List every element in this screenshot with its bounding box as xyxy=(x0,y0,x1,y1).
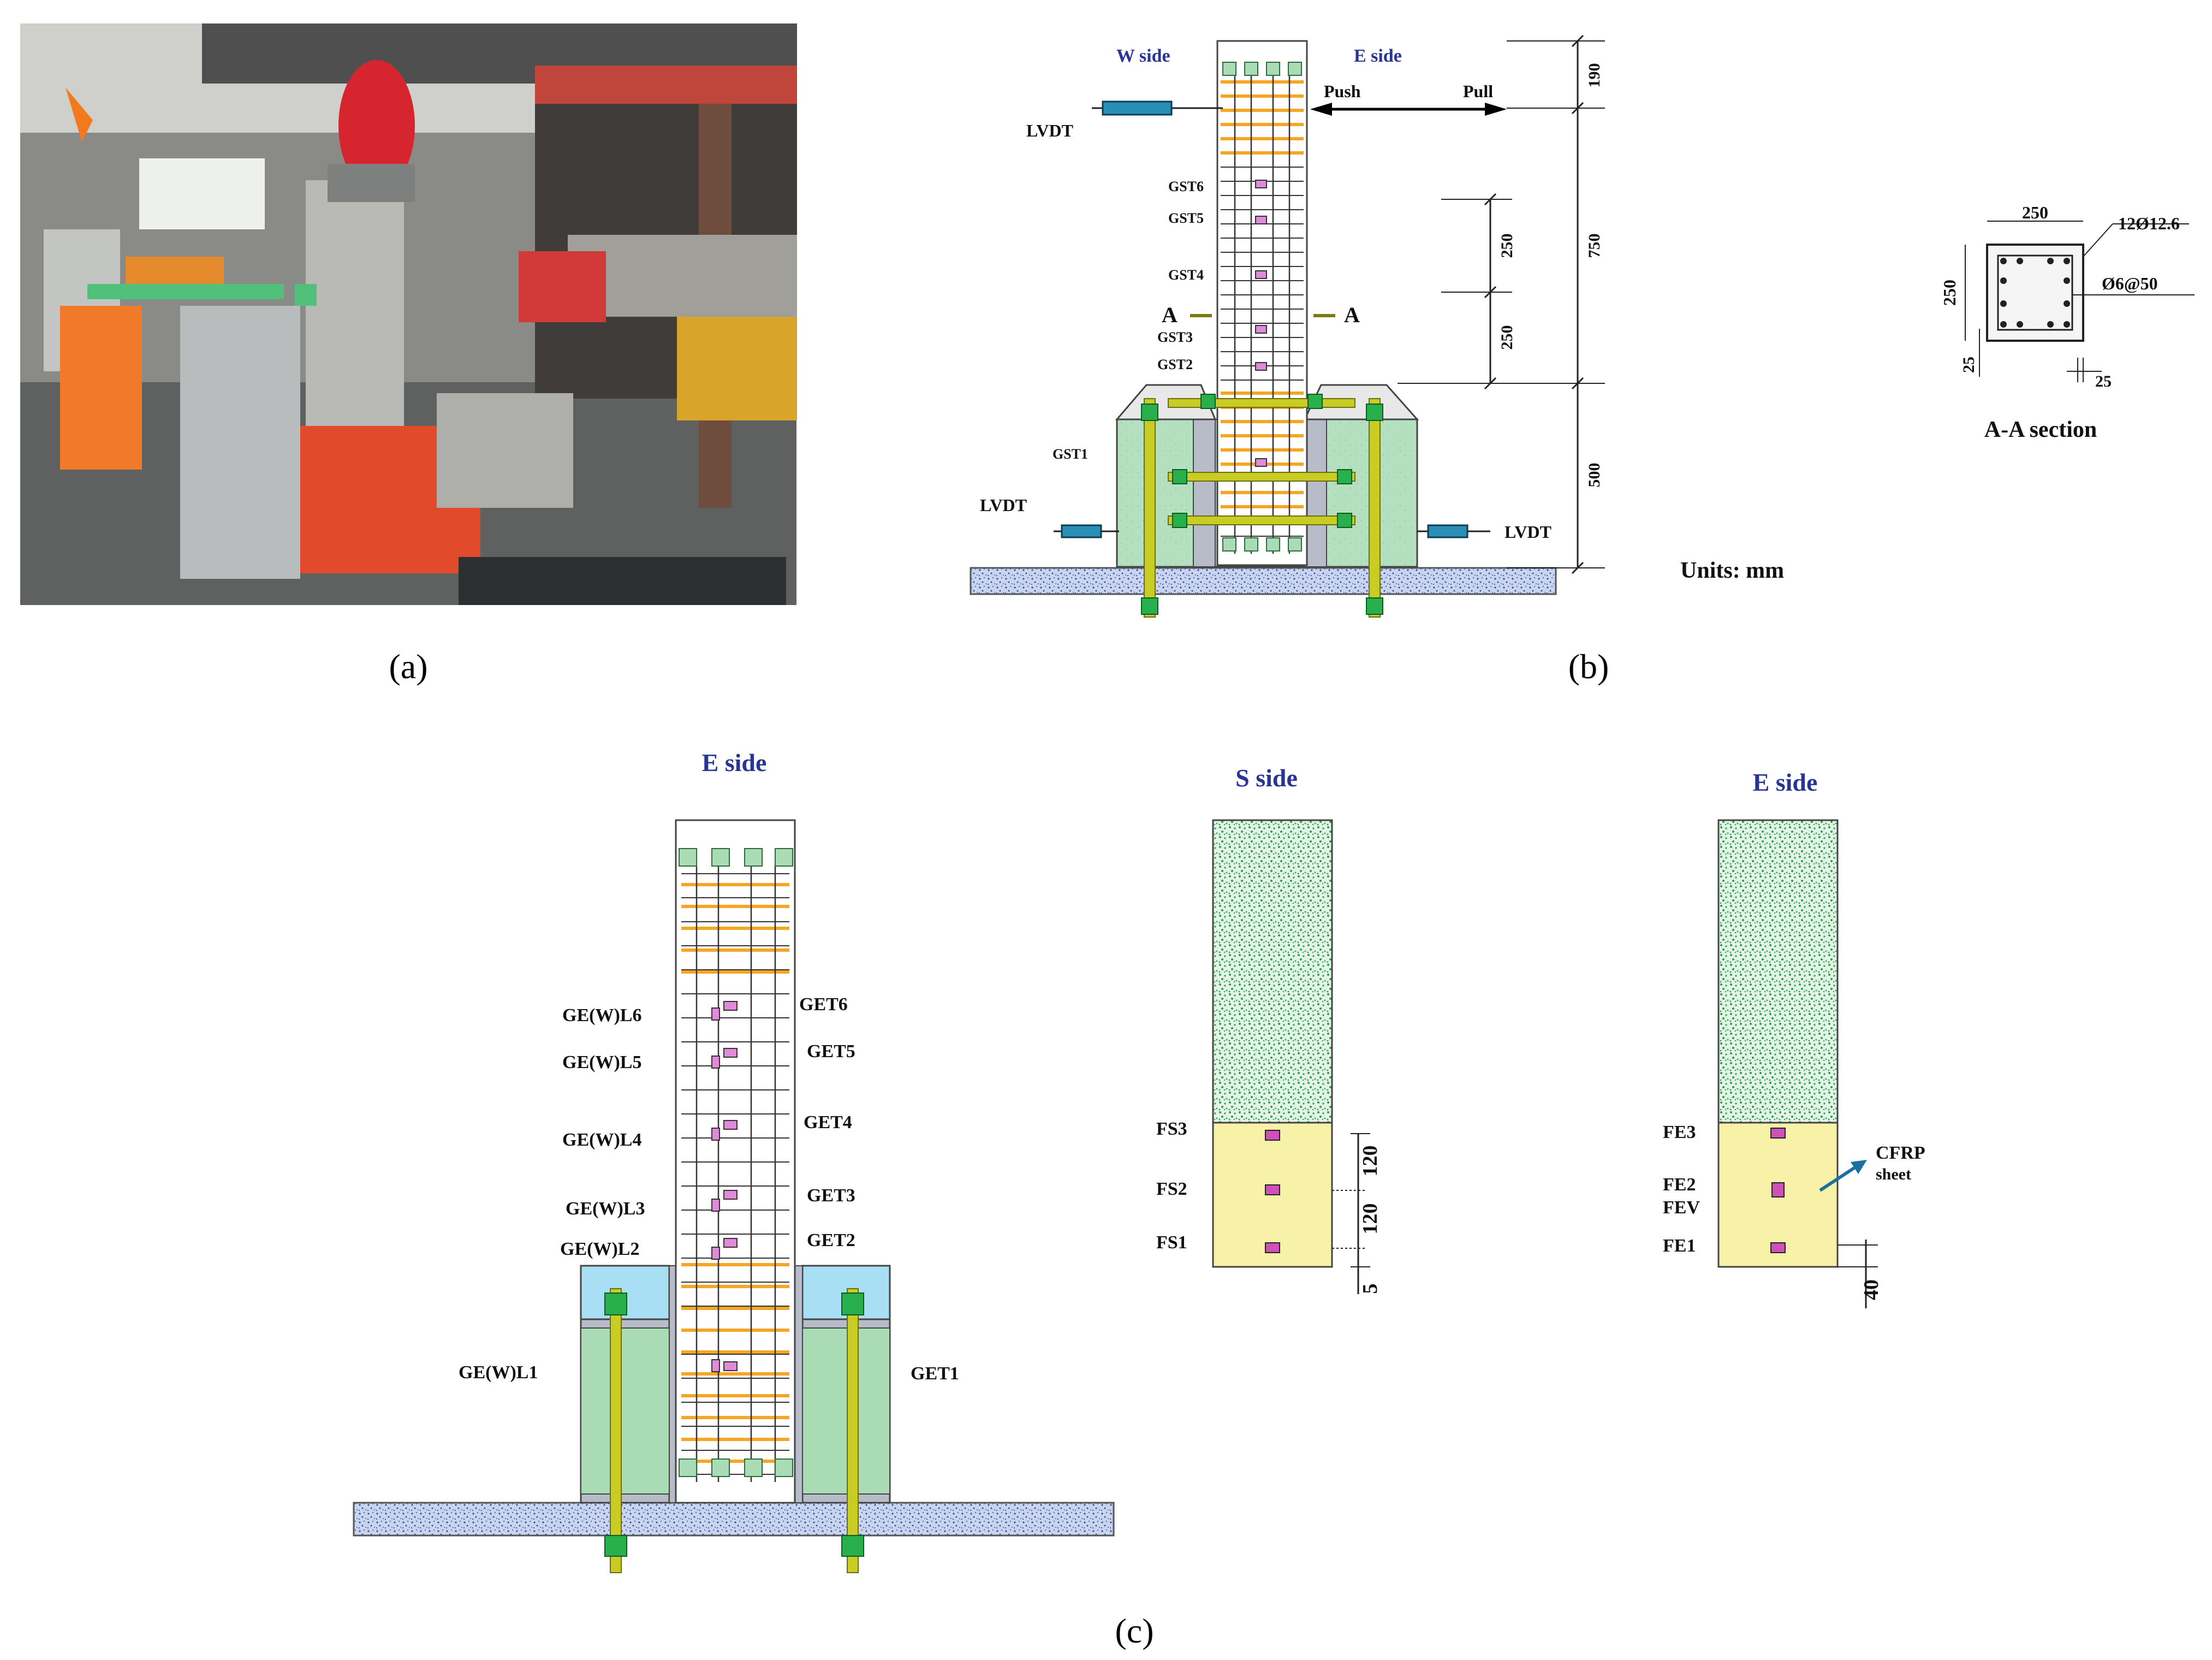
label-get6: GET6 xyxy=(799,994,848,1015)
section-stirrup-label: Ø6@50 xyxy=(2102,274,2158,293)
gauge-gst3: GST3 xyxy=(1157,329,1193,345)
gauge-fs1 xyxy=(1265,1242,1280,1253)
gauge-fs2 xyxy=(1265,1184,1280,1195)
gauge-gst5: GST5 xyxy=(1168,210,1204,226)
s-dim-120-lower: 120 xyxy=(1359,1204,1382,1235)
e-dim-40: 40 xyxy=(1860,1279,1883,1300)
label-gewl2: GE(W)L2 xyxy=(560,1239,639,1259)
c-mid-title: S side xyxy=(1235,764,1298,792)
s-dim-5: 5 xyxy=(1359,1284,1382,1294)
label-gewl4: GE(W)L4 xyxy=(562,1130,641,1150)
section-mark-left: A xyxy=(1162,303,1178,327)
dim-190: 190 xyxy=(1585,63,1603,88)
label-get5: GET5 xyxy=(807,1041,855,1062)
label-gewl6: GE(W)L6 xyxy=(562,1005,641,1025)
label-fs3: FS3 xyxy=(1156,1119,1187,1139)
gauge-fe1 xyxy=(1770,1242,1786,1253)
section-mark-right: A xyxy=(1344,303,1360,327)
label-fs1: FS1 xyxy=(1156,1232,1187,1253)
label-fe1: FE1 xyxy=(1663,1236,1696,1256)
ground-slab xyxy=(970,567,1557,595)
panel-b-diagram xyxy=(970,34,1605,618)
label-fev: FEV xyxy=(1663,1197,1700,1218)
label-gewl5: GE(W)L5 xyxy=(562,1052,641,1072)
dim-250-lower: 250 xyxy=(1498,325,1516,350)
panel-c-s-side xyxy=(1212,819,1370,1294)
lvdt-left-sensor xyxy=(1061,524,1102,538)
panel-c-caption: (c) xyxy=(1115,1611,1153,1650)
dim-750: 750 xyxy=(1585,234,1603,258)
w-side-label: W side xyxy=(1116,46,1170,66)
c-column-rebar-grid xyxy=(679,848,793,1482)
section-main-bar-label: 12Ø12.6 xyxy=(2118,214,2180,233)
gauge-gst4: GST4 xyxy=(1168,267,1204,283)
gauge-gst1: GST1 xyxy=(1053,446,1088,462)
label-get4: GET4 xyxy=(804,1112,852,1133)
section-cover-v-label: 25 xyxy=(1960,357,1978,373)
units-label: Units: mm xyxy=(1680,558,1784,583)
label-gewl3: GE(W)L3 xyxy=(566,1199,645,1219)
push-label: Push xyxy=(1324,81,1361,101)
section-width-label: 250 xyxy=(2022,203,2048,222)
s-side-concrete xyxy=(1212,819,1333,1124)
cfrp-label-line2: sheet xyxy=(1876,1165,1911,1183)
e-side-label: E side xyxy=(1354,46,1402,66)
label-fe3: FE3 xyxy=(1663,1122,1696,1142)
section-aa xyxy=(1965,221,2195,382)
panel-a-caption: (a) xyxy=(389,647,427,686)
cfrp-label-line1: CFRP xyxy=(1876,1143,1925,1163)
lvdt-left-label: LVDT xyxy=(980,495,1027,515)
panel-c-e-side xyxy=(1717,819,1878,1308)
lvdt-right-label: LVDT xyxy=(1505,522,1551,542)
lvdt-right-sensor xyxy=(1427,524,1468,538)
pull-label: Pull xyxy=(1463,81,1493,101)
lvdt-top-sensor xyxy=(1102,100,1173,116)
dim-250-upper: 250 xyxy=(1498,234,1516,258)
label-get2: GET2 xyxy=(807,1230,855,1250)
gauge-gst6: GST6 xyxy=(1168,179,1204,194)
panel-b-caption: (b) xyxy=(1568,647,1609,686)
panel-c-left-diagram xyxy=(353,819,1115,1573)
gauge-fe3 xyxy=(1770,1128,1786,1139)
label-fe2: FE2 xyxy=(1663,1175,1696,1195)
section-cover-h-label: 25 xyxy=(2095,372,2112,390)
label-fs2: FS2 xyxy=(1156,1179,1187,1199)
c-right-title: E side xyxy=(1753,768,1818,796)
lvdt-top-label: LVDT xyxy=(1026,121,1073,140)
panel-a-photo xyxy=(20,23,797,605)
gauge-gst2: GST2 xyxy=(1157,357,1193,372)
label-gewl1: GE(W)L1 xyxy=(459,1362,538,1383)
dim-500: 500 xyxy=(1585,463,1603,488)
c-ground-slab xyxy=(353,1502,1115,1537)
s-dim-120-upper: 120 xyxy=(1359,1146,1382,1177)
e-side-concrete xyxy=(1717,819,1839,1124)
label-get1: GET1 xyxy=(911,1363,959,1384)
c-left-title: E side xyxy=(702,749,767,776)
gauge-fs3 xyxy=(1265,1130,1280,1141)
section-height-label: 250 xyxy=(1940,280,1959,306)
gauge-fe2 xyxy=(1771,1182,1785,1197)
column xyxy=(1216,40,1308,566)
section-title: A-A section xyxy=(1984,417,2097,442)
label-get3: GET3 xyxy=(807,1185,855,1206)
